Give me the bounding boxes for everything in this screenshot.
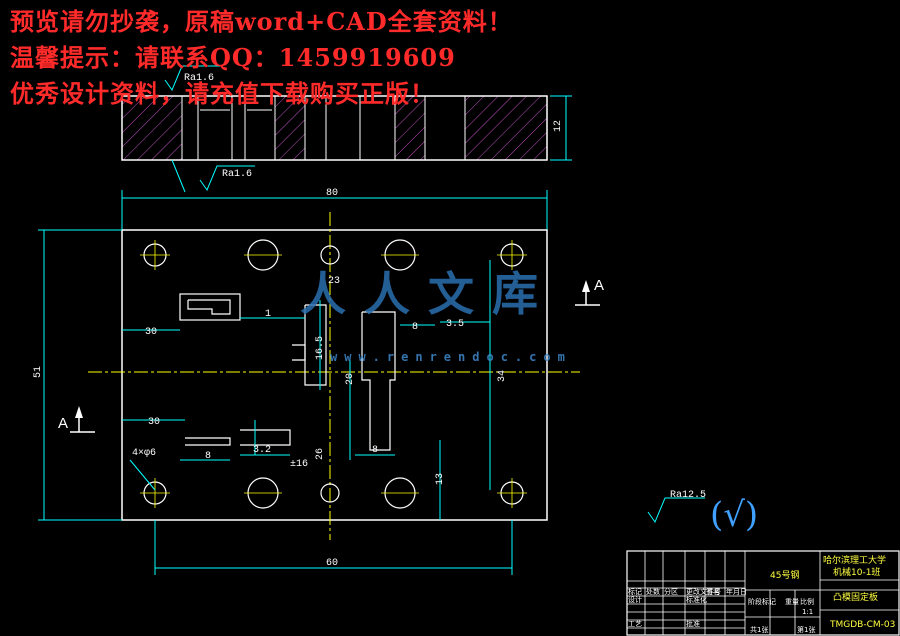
tb-approve: 批准 — [686, 619, 700, 628]
tb-stage: 阶段标记 — [748, 597, 776, 606]
dim-13: 13 — [435, 473, 446, 485]
dim-12: 12 — [553, 120, 564, 132]
section-hatch-center — [395, 96, 425, 160]
dim-3-5: 3.5 — [446, 319, 464, 330]
watermark-line-2: 温馨提示：请联系QQ：1459919609 — [10, 43, 456, 72]
punch-profile-b — [361, 311, 396, 451]
dim-60: 60 — [326, 558, 338, 569]
dim-26: 26 — [315, 448, 326, 460]
dim-30b: 30 — [148, 417, 160, 428]
tb-material: 45号钢 — [770, 569, 799, 581]
brand-watermark: 人人文库 — [300, 267, 556, 321]
tb-weight: 重量 — [785, 598, 799, 606]
tb-scale: 1:1 — [802, 608, 813, 616]
tb-class: 机械10-1班 — [833, 566, 880, 578]
tb-part-name: 凸模固定板 — [833, 591, 878, 603]
dim-pm16: ±16 — [290, 459, 308, 470]
tb-design: 设计 — [628, 595, 642, 604]
dim-3-2: 3.2 — [253, 445, 271, 456]
overall-roughness: Ra12.5 (√) — [647, 490, 758, 535]
tb-date: 年月日 — [726, 587, 747, 596]
section-hatch-left — [122, 96, 182, 160]
tb-school: 哈尔滨理工大学 — [823, 554, 886, 566]
tb-sheets-total: 共1张 — [750, 625, 768, 634]
dim-16-5: 16.5 — [315, 336, 326, 360]
dim-8b: 8 — [205, 451, 211, 462]
dim-4xphi6: 4×φ6 — [132, 448, 156, 459]
brand-url: www.renrendoc.com — [330, 350, 572, 364]
tb-stdz: 标准化 — [686, 595, 707, 604]
tb-drawing-no: TMGDB-CM-03 — [829, 620, 895, 630]
tb-scale-label: 比例 — [800, 597, 814, 606]
tb-mark: 标记 — [628, 587, 642, 596]
section-view: 12 Ra1.6 Ra1.6 — [121, 65, 572, 193]
pin-b — [320, 483, 340, 503]
section-label-right: A — [594, 277, 604, 294]
section-hatch-right — [465, 96, 547, 160]
pin-t — [320, 245, 340, 265]
section-label-left: A — [58, 415, 68, 432]
tb-sheet-no: 第1张 — [797, 625, 815, 634]
dim-1: 1 — [265, 309, 271, 320]
roughness-top: Ra1.6 — [184, 73, 214, 84]
tb-zone: 分区 — [664, 587, 678, 596]
section-hatch-mid — [275, 96, 305, 160]
dim-23: 23 — [328, 276, 340, 287]
plate-outline — [121, 229, 548, 521]
dim-51: 51 — [33, 366, 44, 378]
tb-process: 工艺 — [628, 620, 642, 628]
dim-80: 80 — [326, 188, 338, 199]
watermark-line-3: 优秀设计资料，请充值下载购买正版！ — [10, 79, 435, 108]
watermark-line-1: 预览请勿抄袭，原稿word+CAD全套资料！ — [10, 7, 513, 36]
dim-30a: 30 — [145, 327, 157, 338]
tb-change-no: 更改文件号 — [686, 587, 721, 596]
roughness-overall: Ra12.5 — [670, 490, 706, 501]
plan-view: 80 51 — [33, 188, 604, 575]
dim-8a: 8 — [412, 322, 418, 333]
tb-signature: 签名 — [706, 587, 720, 596]
dim-20: 20 — [345, 373, 356, 385]
tb-count: 处数 — [646, 587, 660, 596]
title-block: 45号钢 哈尔滨理工大学 机械10-1班 凸模固定板 TMGDB-CM-03 阶… — [626, 550, 900, 636]
roughness-check: (√) — [710, 495, 758, 535]
roughness-side: Ra1.6 — [222, 169, 252, 180]
dim-8c: 8 — [372, 445, 378, 456]
dim-34: 34 — [497, 370, 508, 382]
section-outline — [121, 95, 548, 161]
slot-left — [179, 293, 241, 321]
